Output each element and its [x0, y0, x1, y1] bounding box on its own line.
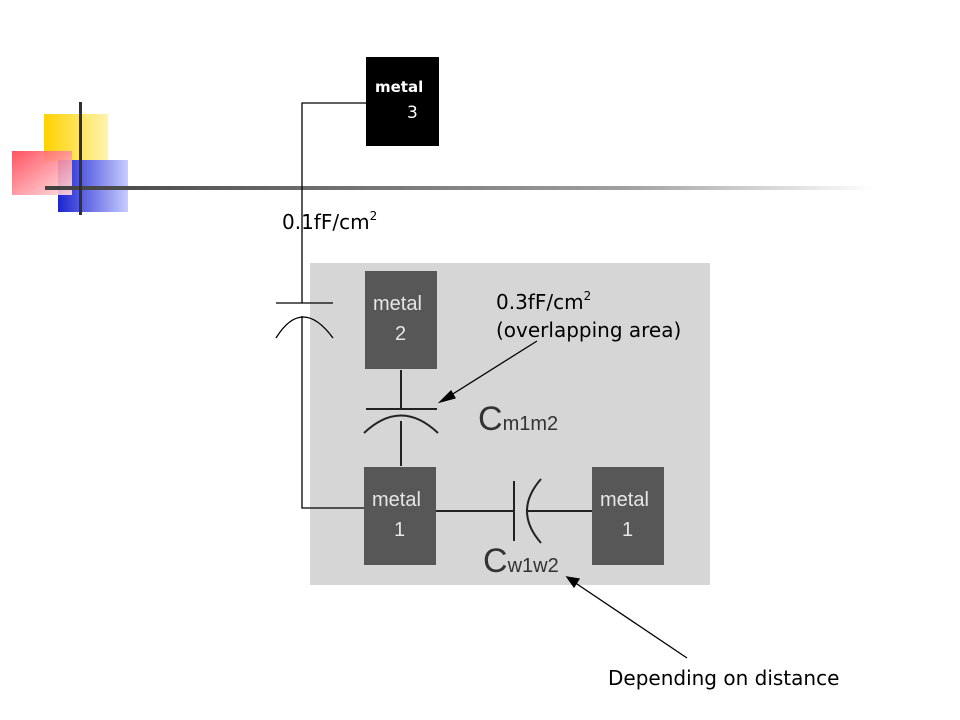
- metal1-left-word: metal: [372, 489, 421, 511]
- metal3-box: metal 3: [366, 57, 439, 146]
- caption-cw1w2: Cw1w2: [483, 542, 559, 580]
- label-distance: Depending on distance: [608, 666, 840, 690]
- metal3-number: 3: [407, 103, 418, 123]
- deco-horizontal-line: [45, 186, 875, 190]
- slide-decoration: [12, 102, 875, 215]
- caption-cm1m2: Cm1m2: [478, 400, 559, 438]
- metal3-word: metal: [375, 78, 424, 96]
- label-overlap-note: (overlapping area): [496, 318, 682, 342]
- metal1-left-number: 1: [394, 519, 406, 541]
- arrow-overlap: [447, 340, 538, 398]
- metal2-box: metal 2: [365, 271, 437, 369]
- metal2-number: 2: [395, 323, 407, 345]
- label-overlap-capacitance: 0.3fF/cm2 (overlapping area): [496, 289, 682, 342]
- arrows: [437, 340, 688, 659]
- metal1-right-word: metal: [600, 489, 649, 511]
- metal2-word: metal: [373, 293, 422, 315]
- capacitor-w1w2: [436, 478, 592, 544]
- label-metal3-capacitance: 0.1fF/cm2: [282, 209, 378, 234]
- metal1-left-box: metal 1: [364, 467, 436, 565]
- metal1-right-number: 1: [622, 519, 634, 541]
- metal1-right-box: metal 1: [592, 467, 664, 565]
- metal3-wire: [275, 102, 366, 509]
- capacitor-m1m2: [363, 370, 439, 466]
- deco-vertical-line: [79, 102, 82, 215]
- arrow-distance: [573, 581, 688, 659]
